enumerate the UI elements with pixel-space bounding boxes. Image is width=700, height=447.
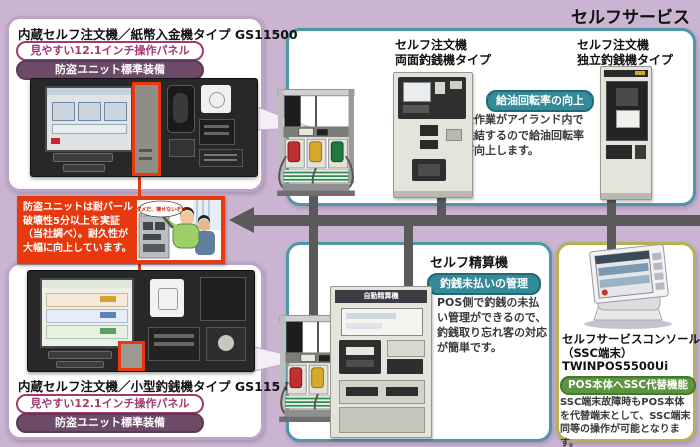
gs11500-device-image (30, 78, 258, 177)
gs11500-badge-panel: 見やすい12.1インチ操作パネル (16, 41, 204, 61)
connector-ssc (607, 194, 616, 256)
order-left-title-1: セルフ注文機 (395, 38, 468, 52)
gs11550-screen (40, 278, 134, 348)
ssc-title-1: セルフサービスコンソール (562, 332, 700, 346)
checkout-machine: 自動精算機 (330, 286, 432, 438)
connector-order-left (437, 192, 446, 222)
benefit-badge: 給油回転率の向上 (486, 90, 594, 112)
ssc-title-3: TWINPOS5500Ui (562, 359, 669, 373)
cartoon-bubble-text: ダメだ、壊せないぞ!! (137, 206, 186, 213)
security-link-line-top (138, 170, 141, 198)
order-left-title-2: 両面釣銭機タイプ (395, 53, 492, 67)
gs11550-security-unit (118, 341, 145, 371)
gs11550-device-image (27, 270, 255, 372)
ssc-title-2: （SSC端末） (562, 346, 633, 360)
gs11500-security-unit (132, 82, 161, 176)
gs11550-badge-security: 防盗ユニット標準装備 (16, 413, 204, 433)
checkout-text: POS側で釣銭の未払い管理ができるので、釣銭取り忘れ客の対応が簡単です。 (437, 296, 547, 354)
gs11550-title: 内蔵セルフ注文機／小型釣銭機タイプ GS11550 (18, 379, 298, 394)
security-note-text: 防盗ユニットは耐バール破壊性5分以上を実証（当社調べ）。耐久性が大幅に向上してい… (23, 202, 133, 254)
gs11500-badge-security: 防盗ユニット標準装備 (16, 60, 204, 80)
ssc-terminal (584, 244, 672, 329)
fuel-dispenser-top (277, 88, 355, 196)
bus-arrow-icon (229, 207, 254, 233)
connector-dispensers (309, 186, 318, 316)
gs11500-title: 内蔵セルフ注文機／紙幣入金機タイプ GS11500 (18, 27, 298, 42)
callout-wedge-bottom (250, 345, 307, 373)
panel-ssc (556, 242, 696, 442)
checkout-title: セルフ精算機 (430, 256, 509, 271)
connector-checkout (404, 218, 413, 296)
security-cartoon: ダメだ、壊せないぞ!! (137, 200, 221, 260)
ssc-text: SSC端末故障時もPOS本体を代替端末として、SSC端末同等の操作が可能となりま… (560, 397, 691, 447)
order-machine-standalone (600, 66, 652, 200)
benefit-text: 全作業がアイランド内で完結するので給油回転率が向上します。 (463, 113, 584, 157)
bus-line (252, 215, 700, 226)
order-machine-double-sided (393, 72, 473, 198)
gs11550-badge-panel: 見やすい12.1インチ操作パネル (16, 394, 204, 414)
checkout-badge: 釣銭未払いの管理 (427, 273, 541, 295)
page-title: セルフサービス (571, 8, 690, 28)
checkout-machine-sign: 自動精算機 (335, 290, 427, 303)
ssc-badge: POS本体へSSC代替機能 (560, 376, 696, 396)
security-note-box: 防盗ユニットは耐バール破壊性5分以上を実証（当社調べ）。耐久性が大幅に向上してい… (17, 196, 225, 264)
order-right-title-1: セルフ注文機 (577, 38, 650, 52)
gs11500-screen (45, 86, 133, 152)
order-right-title-2: 独立釣銭機タイプ (577, 53, 674, 67)
